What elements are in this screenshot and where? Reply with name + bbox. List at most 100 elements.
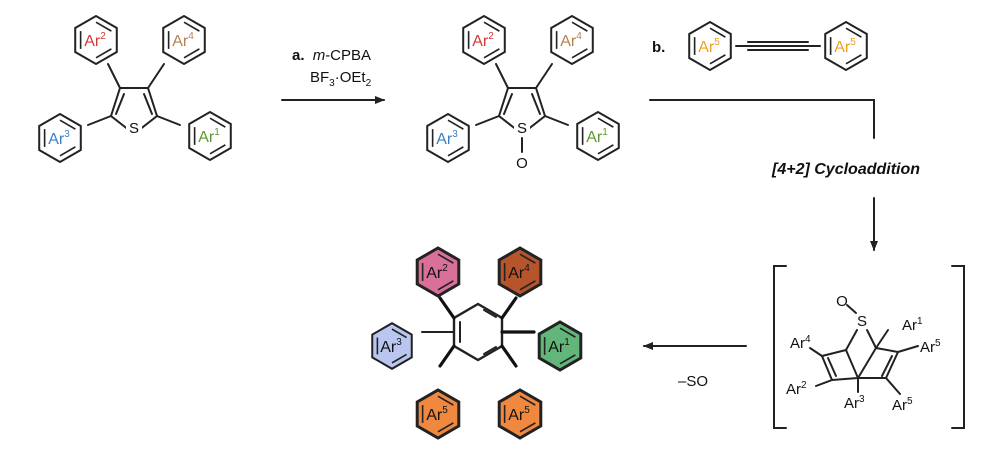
- aromatic-bond: [391, 353, 408, 364]
- tetraarylthiophene: S: [87, 63, 181, 137]
- aryl-ring: [550, 14, 594, 66]
- double-bond: [115, 93, 125, 115]
- aromatic-bond: [597, 144, 614, 155]
- aromatic-bond: [183, 21, 200, 32]
- aromatic-bond: [437, 253, 454, 264]
- ar5-ring-left: Ar5: [688, 20, 732, 72]
- ar3-ring-label: Ar3: [48, 129, 70, 148]
- svg-text:Ar3: Ar3: [844, 394, 865, 412]
- adduct-ar1-label: Ar1: [902, 316, 923, 334]
- svg-text:Ar2: Ar2: [786, 380, 807, 398]
- svg-text:BF3·OEt2: BF3·OEt2: [310, 69, 372, 89]
- ar1-ring-label: Ar1: [198, 127, 220, 146]
- aromatic-bond: [447, 119, 464, 130]
- ar1-ring: Ar1: [576, 110, 620, 162]
- oxygen-atom: O: [516, 155, 528, 172]
- extrusion-label: –SO: [678, 373, 708, 390]
- svg-text:a. m-CPBA: a. m-CPBA: [292, 47, 371, 64]
- adduct-ar4-label: Ar4: [790, 334, 811, 352]
- aromatic-bond: [59, 119, 76, 130]
- ar5-ring-right-label: Ar5: [834, 37, 856, 56]
- ar4-ring: Ar4: [550, 14, 594, 66]
- ar2-ring: Ar2: [74, 14, 118, 66]
- aryl-ring: [576, 110, 620, 162]
- ar1-ring-filled-label: Ar1: [548, 337, 570, 356]
- aryl-ring: [462, 14, 506, 66]
- ar4-ring-filled: Ar4: [497, 246, 543, 298]
- aromatic-bond: [709, 27, 726, 38]
- aromatic-bond: [845, 27, 862, 38]
- aromatic-bond: [571, 48, 588, 59]
- ar4-ring-filled-label: Ar4: [508, 263, 530, 282]
- ar2-ring: Ar2: [462, 14, 506, 66]
- cycloaddition-label: [4+2] Cycloaddition: [771, 161, 920, 178]
- aromatic-bond: [437, 280, 454, 291]
- thiophene-s-oxide: S O: [475, 63, 569, 172]
- ar3-ring-filled-label: Ar3: [380, 337, 402, 356]
- ar5-ring-filled-left: Ar5: [415, 388, 461, 440]
- ar5-ring-filled-right-label: Ar5: [508, 405, 530, 424]
- adduct-ar5-label-top: Ar5: [920, 338, 941, 356]
- diarylacetylene: [735, 41, 821, 51]
- ar3-ring-filled: Ar3: [371, 322, 413, 370]
- ar1-ring-filled: Ar1: [537, 320, 583, 372]
- aromatic-bond: [437, 395, 454, 406]
- ar5-ring-filled-right: Ar5: [497, 388, 543, 440]
- aromatic-bond: [571, 21, 588, 32]
- aryl-ring: [824, 20, 868, 72]
- aryl-ring: [188, 110, 232, 162]
- aromatic-bond: [519, 422, 536, 433]
- aromatic-bond: [447, 146, 464, 157]
- oxygen-atom: O: [836, 293, 848, 310]
- ar4-ring-label: Ar4: [560, 31, 582, 50]
- ar3-ring: Ar3: [38, 112, 82, 164]
- aromatic-bond: [391, 328, 408, 339]
- adduct-ar5-label-bottom: Ar5: [892, 396, 913, 414]
- aromatic-bond: [483, 48, 500, 59]
- aromatic-bond: [519, 280, 536, 291]
- step-a-conditions: a. m-CPBA BF3·OEt2: [292, 47, 372, 89]
- ar2-ring-filled: Ar2: [415, 246, 461, 298]
- aromatic-bond: [597, 117, 614, 128]
- sulfur-atom: S: [857, 313, 867, 330]
- ar2-ring-label: Ar2: [472, 31, 494, 50]
- aromatic-bond: [709, 54, 726, 65]
- hexaarylbenzene: [421, 296, 536, 368]
- sulfur-atom: S: [129, 120, 139, 137]
- aromatic-bond: [95, 21, 112, 32]
- aromatic-bond: [559, 354, 576, 365]
- ar3-ring: Ar3: [426, 112, 470, 164]
- ar5-ring-filled-left-label: Ar5: [426, 405, 448, 424]
- aryl-ring: [74, 14, 118, 66]
- connector-line: [649, 99, 875, 139]
- aromatic-bond: [59, 146, 76, 157]
- aromatic-bond: [519, 395, 536, 406]
- ar5-ring-right: Ar5: [824, 20, 868, 72]
- aryl-ring: [426, 112, 470, 164]
- aryl-ring: [38, 112, 82, 164]
- adduct-ar2-label: Ar2: [786, 380, 807, 398]
- aromatic-bond: [845, 54, 862, 65]
- bracket-left: [773, 265, 787, 429]
- step-b-label: b.: [652, 39, 665, 56]
- adduct-ar3-label: Ar3: [844, 394, 865, 412]
- ar2-ring-filled-label: Ar2: [426, 263, 448, 282]
- ar4-ring: Ar4: [162, 14, 206, 66]
- aromatic-bond: [483, 21, 500, 32]
- thiophene-ring: [109, 87, 159, 136]
- thiophene-oxide-ring: [497, 87, 547, 136]
- svg-text:Ar5: Ar5: [892, 396, 913, 414]
- double-bond: [143, 93, 153, 115]
- bracket-right: [951, 265, 965, 429]
- ar4-ring-label: Ar4: [172, 31, 194, 50]
- aromatic-bond: [437, 422, 454, 433]
- aryl-ring: [162, 14, 206, 66]
- aromatic-bond: [183, 48, 200, 59]
- svg-text:Ar5: Ar5: [920, 338, 941, 356]
- svg-text:Ar4: Ar4: [790, 334, 811, 352]
- aromatic-bond: [209, 144, 226, 155]
- ar2-ring-label: Ar2: [84, 31, 106, 50]
- svg-text:Ar1: Ar1: [902, 316, 923, 334]
